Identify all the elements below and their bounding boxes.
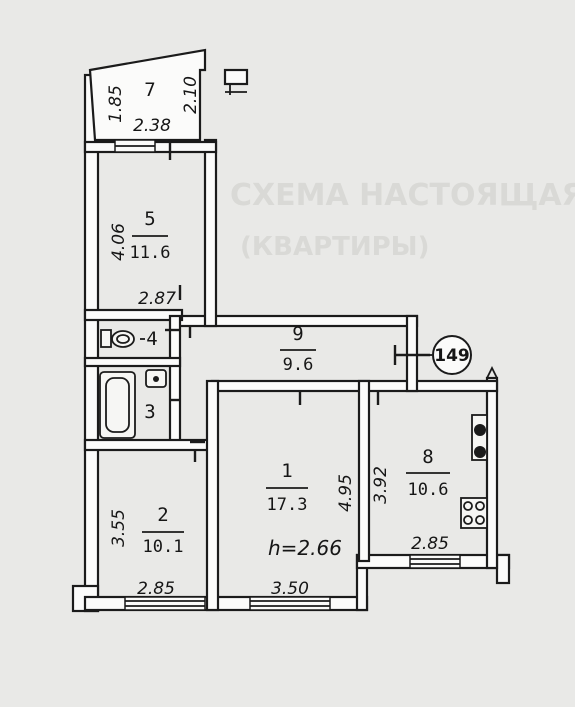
room-2-number: 2 (157, 504, 168, 526)
room-1-area: 17.3 (267, 495, 308, 515)
bathroom-right-wall (168, 314, 182, 446)
room-5-area: 11.6 (130, 243, 171, 263)
room-8-area: 10.6 (408, 480, 449, 500)
dim-room5-width: 2.87 (138, 289, 176, 309)
room2-room1-wall (205, 379, 220, 612)
left-outer-wall (83, 73, 100, 613)
window-room8 (409, 554, 461, 569)
ghost-heading: СХЕМА НАСТОЯЩАЯ ПЛАНИРОВКИ (230, 178, 575, 213)
dim-balcony-right: 2.10 (181, 76, 201, 114)
dim-room1-width: 3.50 (271, 579, 309, 599)
washbasin-icon (145, 369, 167, 388)
room5-right-wall (203, 138, 218, 328)
dim-room8-width: 2.85 (411, 534, 449, 554)
balcony-floor (98, 78, 198, 138)
dim-room8-height: 3.92 (371, 466, 391, 504)
window-room1 (249, 596, 331, 611)
room-4-number: 4 (146, 328, 157, 350)
toilet-icon (100, 329, 135, 348)
vent-cap (223, 68, 249, 86)
room-7-number: 7 (144, 79, 155, 101)
plan-number-circle (432, 335, 472, 375)
dim-balcony-left: 1.85 (106, 85, 126, 123)
dim-room1-height: 4.95 (336, 474, 356, 512)
wc-bath-divider (83, 356, 182, 368)
dim-room5-height: 4.06 (109, 223, 129, 261)
ceiling-height: h=2.66 (268, 536, 342, 560)
kitchen-wall-foot (495, 553, 511, 585)
room5-bottom-wall (83, 308, 184, 322)
room-1-number: 1 (281, 460, 292, 482)
dim-room2-width: 2.85 (137, 579, 175, 599)
window-room2 (124, 596, 206, 611)
dim-balcony-width: 2.38 (133, 116, 171, 136)
room1-room8-wall (357, 379, 371, 563)
stove-icon (460, 497, 488, 529)
dim-room2-height: 3.55 (109, 509, 129, 547)
room-5-number: 5 (144, 208, 155, 230)
plan-number: 149 (434, 346, 470, 366)
room-3-number: 3 (144, 401, 155, 423)
bathtub-icon (99, 371, 136, 439)
kitchen-right-wall (485, 376, 499, 570)
rooms-1-8-top-wall (210, 379, 499, 393)
corridor-right-wall (405, 314, 419, 393)
room-2-area: 10.1 (143, 537, 184, 557)
ghost-subheading: (КВАРТИРЫ) (240, 232, 430, 262)
window-room5 (114, 139, 156, 153)
wall-arrow (486, 365, 498, 379)
room-9-area: 9.6 (283, 355, 314, 375)
sink-icon (471, 414, 488, 461)
room-8-number: 8 (422, 446, 433, 468)
room-9-number: 9 (292, 323, 303, 345)
